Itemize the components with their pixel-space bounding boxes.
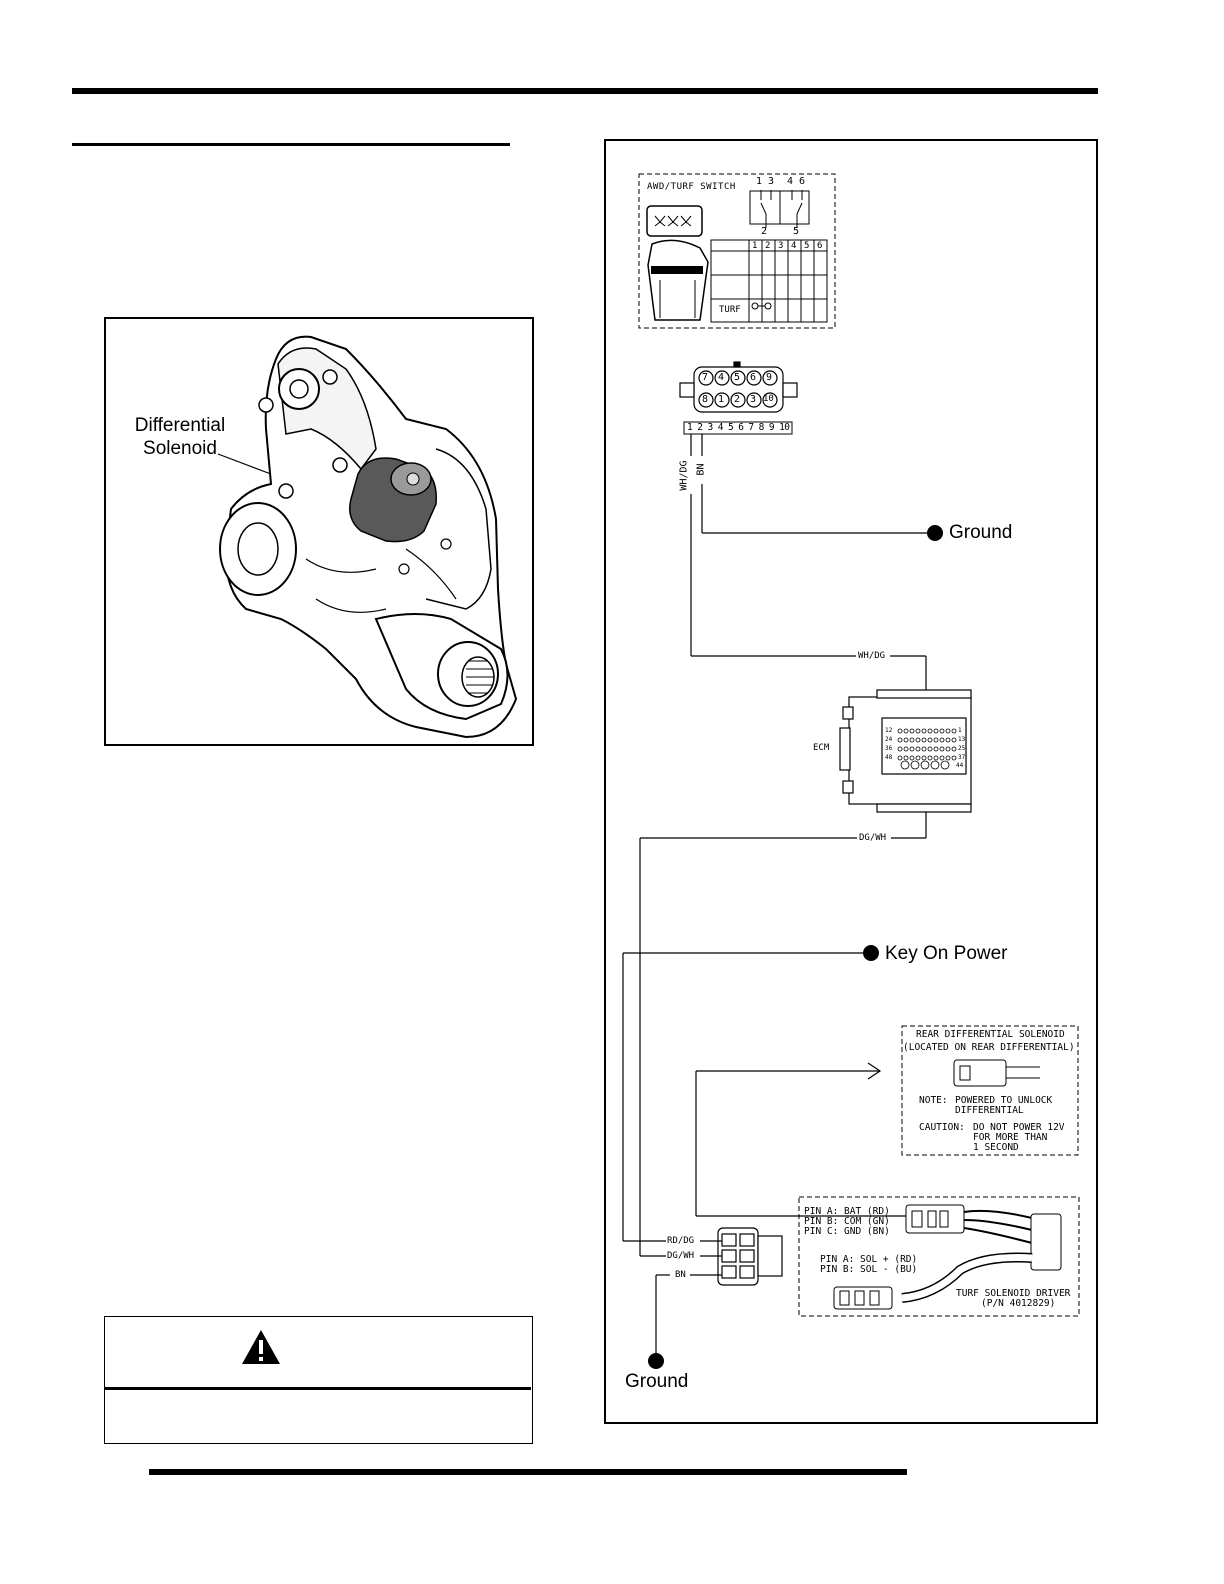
lower-connector xyxy=(717,1227,783,1286)
pin-upper-b: PIN B: COM (GN) xyxy=(804,1216,890,1227)
ecm-last-label: 44 xyxy=(956,762,964,769)
turf-driver-name: TURF SOLENOID DRIVER xyxy=(956,1288,1071,1299)
table-header-5: 5 xyxy=(804,241,810,251)
note-label: NOTE: xyxy=(919,1095,948,1106)
switch-pin-bottom-left: 2 xyxy=(761,226,768,237)
connector-pin-5: 5 xyxy=(734,372,741,383)
wire-label-bn-vertical: BN xyxy=(695,463,707,476)
key-on-power-dot xyxy=(863,945,879,961)
ecm-connector xyxy=(839,689,972,813)
caution-text-3: 1 SECOND xyxy=(973,1142,1019,1153)
ground-dot-2 xyxy=(648,1353,664,1369)
ground-label-1: Ground xyxy=(949,522,1013,543)
caution-text-1: DO NOT POWER 12V xyxy=(973,1122,1065,1133)
wiring-diagram xyxy=(604,139,1098,1424)
turf-driver-pn: (P/N 4012829) xyxy=(981,1298,1056,1309)
solenoid-photo-figure: Differential Solenoid xyxy=(104,317,534,746)
switch-box xyxy=(638,173,836,329)
wire-label-rd-dg: RD/DG xyxy=(667,1236,695,1246)
ecm-row-end-13: 13 xyxy=(958,736,966,743)
rear-solenoid-title: REAR DIFFERENTIAL SOLENOID xyxy=(916,1029,1065,1040)
switch-title: AWD/TURF SWITCH xyxy=(647,182,736,192)
footer-rule xyxy=(149,1469,907,1475)
warning-triangle-icon xyxy=(242,1330,280,1364)
table-header-3: 3 xyxy=(778,241,784,251)
ecm-row-label-24: 24 xyxy=(885,736,893,743)
table-header-1: 1 xyxy=(752,241,758,251)
photo-label-line1: Differential xyxy=(134,415,226,436)
connector-pin-10: 10 xyxy=(763,394,774,404)
turf-driver-box xyxy=(798,1196,1080,1317)
table-header-4: 4 xyxy=(791,241,797,251)
wire-label-wh-dg-vertical: WH/DG xyxy=(678,460,690,491)
switch-table xyxy=(710,239,828,323)
wire-label-dg-wh: DG/WH xyxy=(859,833,887,843)
warning-box xyxy=(104,1316,533,1444)
table-header-2: 2 xyxy=(765,241,771,251)
section-heading-rule xyxy=(72,143,510,146)
ground-label-2: Ground xyxy=(625,1371,689,1392)
differential-drawing xyxy=(217,335,518,739)
ecm-row-end-25: 25 xyxy=(958,745,966,752)
note-text-1: POWERED TO UNLOCK xyxy=(955,1095,1053,1106)
caution-text-2: FOR MORE THAN xyxy=(973,1132,1048,1143)
rear-solenoid-subtitle: (LOCATED ON REAR DIFFERENTIAL) xyxy=(903,1042,1075,1053)
turf-driver-drawing xyxy=(833,1204,1062,1310)
ecm-row-label-36: 36 xyxy=(885,745,893,752)
connector-pin-6: 6 xyxy=(750,372,757,383)
caution-label: CAUTION: xyxy=(919,1122,965,1133)
switch-band xyxy=(651,266,703,274)
switch-pins-top-right: 4 6 xyxy=(787,176,806,187)
pin-lower-a: PIN A: SOL + (RD) xyxy=(820,1254,918,1265)
rear-solenoid-connector xyxy=(953,1059,1040,1087)
ecm-row-label-12: 12 xyxy=(885,727,893,734)
photo-label-line2: Solenoid xyxy=(143,438,217,459)
wire-label-wh-dg: WH/DG xyxy=(858,651,886,661)
key-on-power-label: Key On Power xyxy=(885,943,1008,964)
pin-strip-label: 1 2 3 4 5 6 7 8 9 10 xyxy=(687,422,790,433)
table-header-6: 6 xyxy=(817,241,823,251)
pin-lower-b: PIN B: SOL - (BU) xyxy=(820,1264,918,1275)
switch-side xyxy=(647,239,709,321)
table-row-label: TURF xyxy=(719,305,741,315)
pin-strip xyxy=(683,421,793,435)
ecm-row-end-37: 37 xyxy=(958,754,966,761)
ten-pin-connector xyxy=(679,361,798,413)
rear-solenoid-box xyxy=(901,1025,1079,1156)
pin-upper-c: PIN C: GND (BN) xyxy=(804,1226,890,1237)
connector-pin-9: 9 xyxy=(766,372,773,383)
wire-label-dg-wh-lower: DG/WH xyxy=(667,1251,695,1261)
ecm-pins xyxy=(897,728,957,770)
ground-dot-1 xyxy=(927,525,943,541)
connector-pin-7: 7 xyxy=(702,372,709,383)
connector-pin-3: 3 xyxy=(750,394,757,405)
pin-upper-a: PIN A: BAT (RD) xyxy=(804,1206,890,1217)
switch-pins-top-left: 1 3 xyxy=(756,176,775,187)
photo-label: Differential Solenoid xyxy=(124,414,236,460)
note-text-2: DIFFERENTIAL xyxy=(955,1105,1024,1116)
wire-label-bn-lower: BN xyxy=(675,1270,686,1280)
ecm-row-label-48: 48 xyxy=(885,754,893,761)
ecm-label: ECM xyxy=(813,743,830,753)
connector-pin-4: 4 xyxy=(718,372,725,383)
switch-pin-bottom-right: 5 xyxy=(793,226,800,237)
connector-pin-2: 2 xyxy=(734,394,741,405)
header-rule xyxy=(72,88,1098,94)
connector-pin-1: 1 xyxy=(718,394,725,405)
switch-face xyxy=(646,205,703,237)
connector-pin-8: 8 xyxy=(702,394,709,405)
warning-divider xyxy=(105,1387,531,1390)
ecm-row-end-1: 1 xyxy=(958,727,962,734)
